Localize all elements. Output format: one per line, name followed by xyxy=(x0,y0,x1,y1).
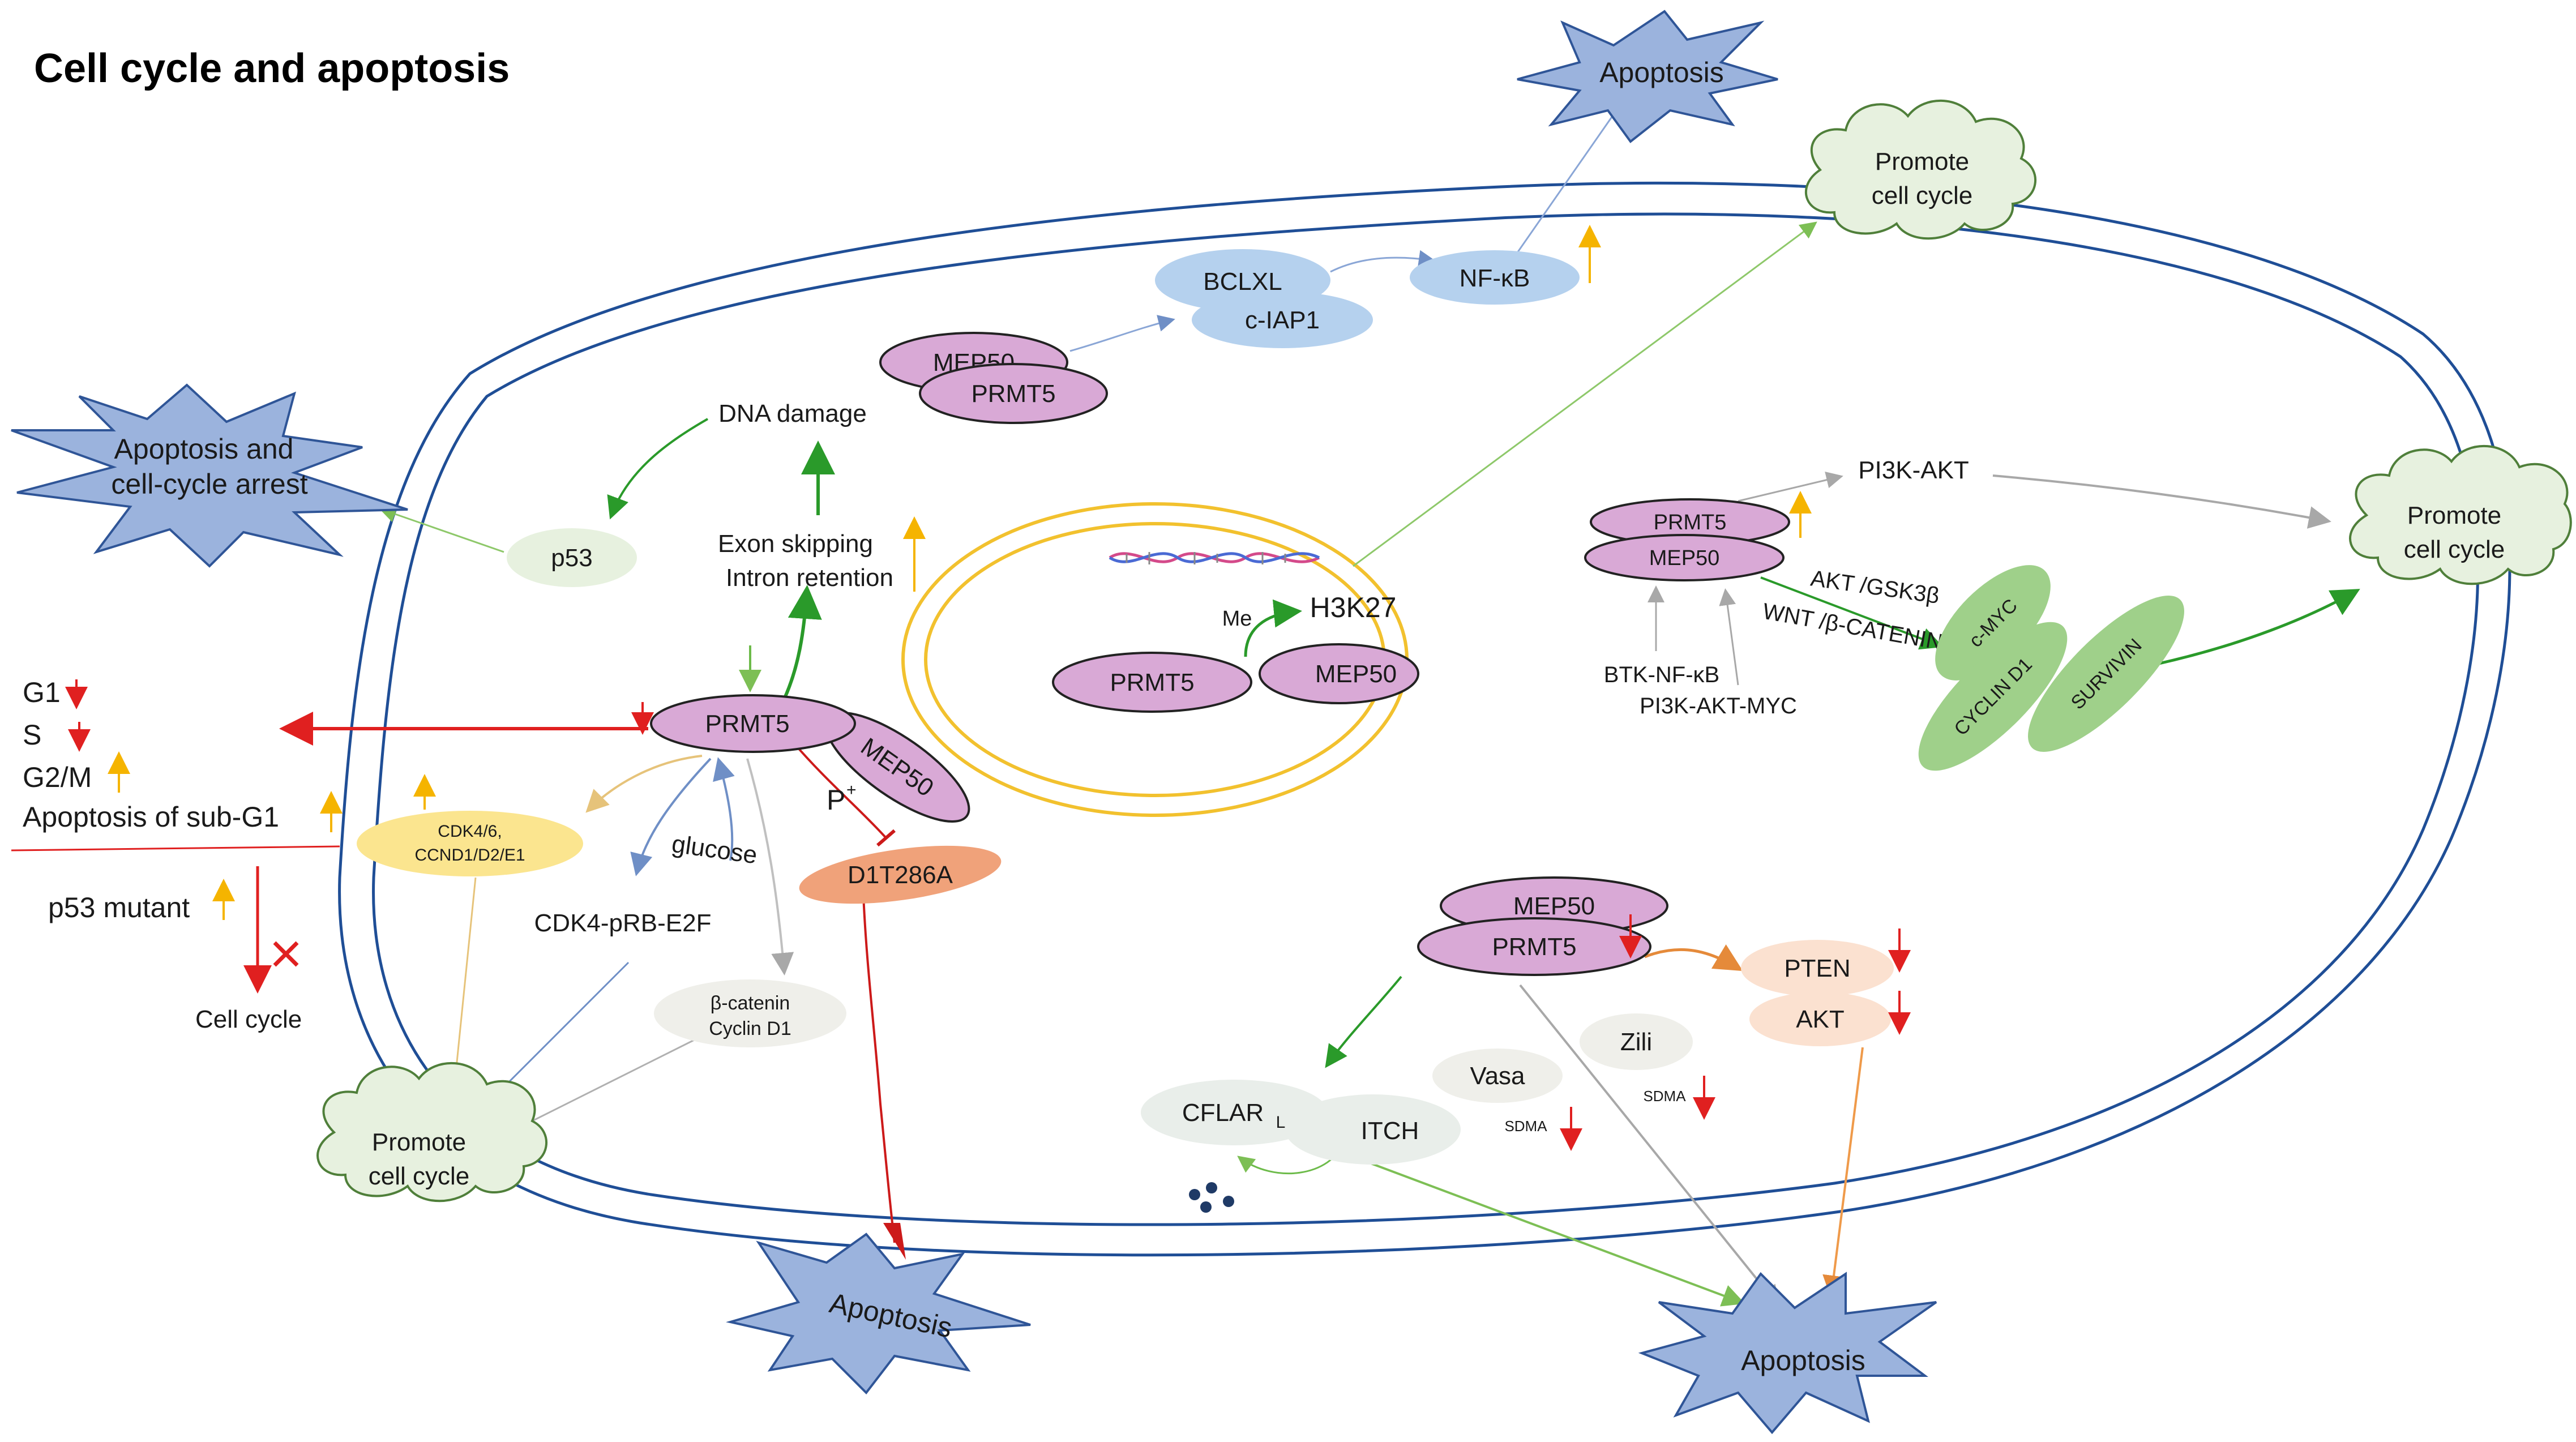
label-p-plus: P xyxy=(827,784,845,816)
cdk46-node: CDK4/6, CCND1/D2/E1 xyxy=(357,811,583,876)
label-g2m: G2/M xyxy=(23,761,92,793)
degradation-dots xyxy=(1189,1182,1234,1213)
label-beta-catenin: β-catenin xyxy=(711,992,790,1014)
bclxl-ciap1: BCLXL c-IAP1 xyxy=(1155,249,1373,348)
label-mep50-right: MEP50 xyxy=(1649,546,1720,570)
label-s: S xyxy=(23,719,41,751)
x-cross-icon xyxy=(273,941,299,967)
label-ccnd: CCND1/D2/E1 xyxy=(414,846,525,865)
right-complex: PRMT5 MEP50 xyxy=(1584,498,1790,581)
label-prmt5-right: PRMT5 xyxy=(1654,511,1727,534)
label-pi3k-akt: PI3K-AKT xyxy=(1858,456,1969,484)
arrows xyxy=(279,104,2360,1309)
label-vasa: Vasa xyxy=(1470,1062,1525,1090)
label-akt-gsk3b: AKT /GSK3β xyxy=(1809,566,1941,608)
label-bclxl: BCLXL xyxy=(1203,268,1282,296)
label-cflar-sub: L xyxy=(1276,1113,1286,1132)
label-itch: ITCH xyxy=(1361,1117,1419,1145)
diagram-title: Cell cycle and apoptosis xyxy=(34,46,510,91)
star-apoptosis-top: Apoptosis xyxy=(1517,10,1778,143)
center-complex: MEP50 PRMT5 xyxy=(650,694,970,823)
p53-node: p53 xyxy=(507,528,637,587)
label-wnt-catenin: WNT /β-CATENIN xyxy=(1761,599,1944,655)
label-cdk4-prb-e2f: CDK4-pRB-E2F xyxy=(534,909,712,937)
cloud-promote-top: Promote cell cycle xyxy=(1804,99,2036,240)
promote-cell-cycle-cloud-icon xyxy=(1804,99,2036,240)
cflar-itch: CFLAR L ITCH xyxy=(1141,1080,1461,1165)
label-promote-bottom-2: cell cycle xyxy=(369,1162,470,1190)
label-promote-top-1: Promote xyxy=(1875,148,1969,176)
label-zili: Zili xyxy=(1620,1028,1652,1056)
cloud-promote-right: Promote cell cycle xyxy=(2349,444,2572,585)
apoptosis-star-icon xyxy=(1638,1272,1937,1435)
label-h3k27: H3K27 xyxy=(1310,592,1397,623)
promote-cell-cycle-cloud-icon xyxy=(316,1062,547,1203)
label-btk-nfkb: BTK-NF-κB xyxy=(1604,662,1719,687)
label-d1t286a: D1T286A xyxy=(848,861,953,889)
label-intron-retention: Intron retention xyxy=(726,564,893,592)
label-prmt5-bottom: PRMT5 xyxy=(1492,933,1576,961)
label-prmt5-top: PRMT5 xyxy=(971,380,1055,408)
label-prmt5-center: PRMT5 xyxy=(705,710,789,738)
label-promote-right-2: cell cycle xyxy=(2404,536,2505,563)
label-cflar: CFLAR xyxy=(1182,1099,1264,1127)
star-apoptosis-bottom-center: Apoptosis xyxy=(726,1233,1031,1395)
label-promote-right-1: Promote xyxy=(2407,502,2501,529)
label-promote-top-2: cell cycle xyxy=(1872,182,1973,209)
label-pten: PTEN xyxy=(1784,955,1850,982)
label-apoptosis-bottom-right: Apoptosis xyxy=(1741,1345,1865,1376)
star-apoptosis-arrest: Apoptosis and cell-cycle arrest xyxy=(11,383,408,568)
label-g1: G1 xyxy=(23,677,61,708)
vasa-zili: Vasa Zili SDMA SDMA xyxy=(1432,1013,1693,1135)
label-me: Me xyxy=(1222,607,1252,631)
top-complex: MEP50 PRMT5 xyxy=(879,332,1108,424)
label-p-plus-sign: + xyxy=(846,781,857,799)
label-p53-mutant: p53 mutant xyxy=(48,892,190,923)
label-cell-cycle: Cell cycle xyxy=(195,1005,302,1033)
green-targets: c-MYC CYCLIN D1 SURVIVIN xyxy=(1918,565,2184,771)
label-apoptosis-arrest-1: Apoptosis and xyxy=(114,433,294,465)
label-mep50-bottom: MEP50 xyxy=(1513,892,1595,920)
cloud-promote-bottom-left: Promote cell cycle xyxy=(316,1062,547,1203)
label-exon-skipping: Exon skipping xyxy=(718,530,873,558)
label-cyclin-d1: Cyclin D1 xyxy=(709,1018,791,1039)
label-apoptosis-arrest-2: cell-cycle arrest xyxy=(111,468,307,500)
label-cdk46: CDK4/6, xyxy=(438,822,502,841)
star-apoptosis-bottom-right: Apoptosis xyxy=(1638,1272,1937,1435)
d1t286a-node: D1T286A xyxy=(799,845,1002,904)
pten-akt: PTEN AKT xyxy=(1741,940,1894,1046)
promote-cell-cycle-cloud-icon xyxy=(2349,444,2572,585)
label-apoptosis-sub-g1: Apoptosis of sub-G1 xyxy=(23,801,279,833)
label-apoptosis-top: Apoptosis xyxy=(1599,57,1724,88)
prmt5-top xyxy=(919,363,1108,424)
nucleus-complex: MEP50 PRMT5 xyxy=(1052,643,1419,713)
apoptosis-star-icon xyxy=(726,1233,1031,1395)
label-prmt5-nucleus: PRMT5 xyxy=(1110,669,1194,696)
label-sdma-vasa: SDMA xyxy=(1504,1118,1547,1135)
label-sdma-zili: SDMA xyxy=(1643,1088,1686,1105)
label-mep50-nucleus: MEP50 xyxy=(1315,660,1397,688)
label-p53: p53 xyxy=(551,544,592,572)
apoptosis-star-icon xyxy=(11,383,408,568)
label-promote-bottom-1: Promote xyxy=(372,1128,466,1156)
label-nfkb: NF-κB xyxy=(1460,264,1530,292)
nfkb: NF-κB xyxy=(1410,225,1601,305)
label-akt: AKT xyxy=(1796,1005,1845,1033)
apoptosis-star-icon xyxy=(1517,10,1778,143)
label-glucose: glucose xyxy=(670,830,759,870)
label-ciap1: c-IAP1 xyxy=(1245,306,1320,334)
cell-cycle-legend: G1 S G2/M Apoptosis of sub-G1 p53 mutant… xyxy=(11,677,343,1033)
label-dna-damage: DNA damage xyxy=(718,400,867,427)
dna-helix-icon xyxy=(1109,552,1320,564)
label-pi3k-akt-myc: PI3K-AKT-MYC xyxy=(1640,694,1797,718)
bottom-complex: MEP50 PRMT5 xyxy=(1417,876,1668,976)
cell-membrane xyxy=(338,181,2511,1257)
beta-catenin-node: β-catenin Cyclin D1 xyxy=(654,979,846,1047)
